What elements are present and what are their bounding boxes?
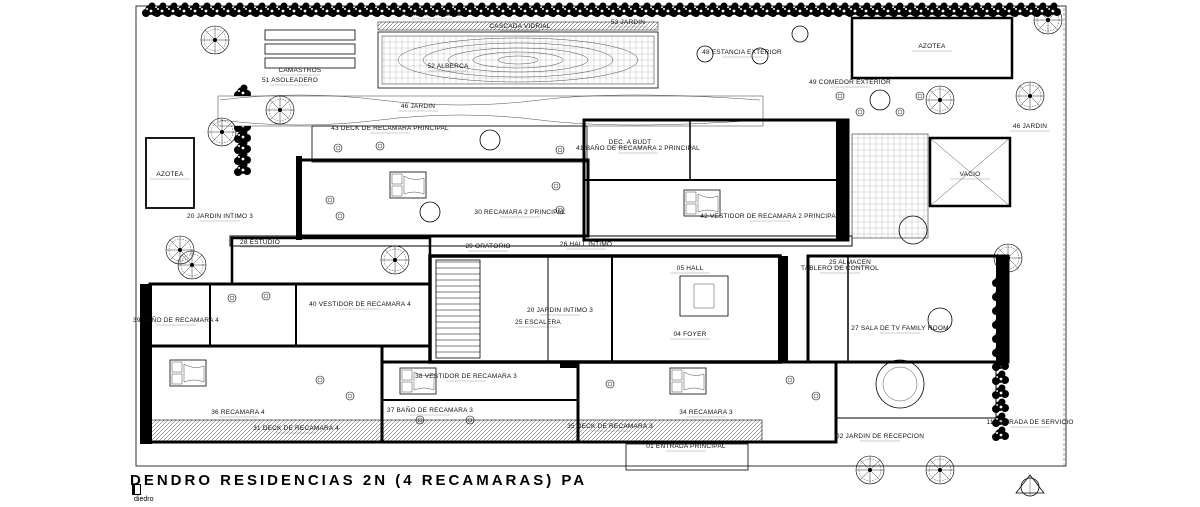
- room-label-tablero: TABLERO DE CONTROL: [801, 265, 879, 272]
- room-label-camastros: CAMASTROS: [279, 67, 322, 74]
- room-label-r36: 36 RECAMARA 4: [211, 409, 265, 416]
- room-label-r25: 25 ALMACEN: [829, 259, 871, 266]
- brand-name: diedro: [134, 496, 154, 503]
- room-label-r49: 49 COMEDOR EXTERIOR: [809, 79, 891, 86]
- room-label-r02: 02 JARDIN DE RECEPCION: [836, 433, 924, 440]
- furniture: [169, 25, 953, 425]
- room-label-r41: 41 BAÑO DE RECAMARA 2 PRINCIPAL: [576, 143, 700, 152]
- room-label-cascada: CASCADA VIDRIAL: [489, 23, 550, 30]
- room-label-r35: 35 DECK DE RECAMARA 3: [567, 423, 653, 430]
- room-label-azotea1: AZOTEA: [918, 43, 946, 50]
- room-label-r25b: 25 ESCALERA: [515, 319, 561, 326]
- room-label-r20: 20 JARDIN INTIMO 3: [187, 213, 253, 220]
- brand-logo: [132, 484, 141, 495]
- room-label-azotea2: AZOTEA: [156, 171, 184, 178]
- room-label-r42: 42 VESTIDOR DE RECAMARA 2 PRINCIPAL: [700, 213, 840, 220]
- room-label-r30: 30 RECAMARA 2 PRINCIPAL: [474, 209, 565, 216]
- camastros: [264, 29, 356, 69]
- room-label-fachada: FACHADA EXTERIOR: [398, 11, 467, 18]
- room-label-vacio: VACIO: [960, 171, 981, 178]
- room-label-r11: 11 ENTRADA DE SERVICIO: [986, 419, 1073, 426]
- room-label-r34: 34 RECAMARA 3: [679, 409, 733, 416]
- room-label-r31: 31 DECK DE RECAMARA 4: [253, 425, 339, 432]
- room-label-r37: 37 BAÑO DE RECAMARA 3: [387, 405, 473, 414]
- room-label-r51: 51 ASOLEADERO: [262, 77, 318, 84]
- room-label-r20b: 20 JARDIN INTIMO 3: [527, 307, 593, 314]
- building-walls: [140, 118, 1012, 471]
- room-label-r39: 39 BAÑO DE RECAMARA 4: [133, 315, 219, 324]
- room-label-r28: 28 ESTUDIO: [240, 239, 280, 246]
- room-label-r04: 04 FOYER: [673, 331, 706, 338]
- room-label-r01: 01 ENTRADA PRINCIPAL: [646, 443, 726, 450]
- room-label-r26: 26 HALL INTIMO: [560, 241, 612, 248]
- hedge-top: [142, 2, 1061, 17]
- room-label-r46: 46 JARDIN: [401, 103, 435, 110]
- room-label-r52: 52 ALBERCA: [427, 63, 468, 70]
- room-label-r40: 40 VESTIDOR DE RECAMARA 4: [309, 301, 411, 308]
- room-label-r53: 53 JARDIN: [611, 19, 645, 26]
- room-label-r48: 48 ESTANCIA EXTERIOR: [702, 49, 782, 56]
- plan-title: DENDRO RESIDENCIAS 2N (4 RECAMARAS) PA: [130, 472, 588, 489]
- room-label-dec: DEC. A BUDT: [609, 139, 652, 146]
- room-label-r05: 05 HALL: [677, 265, 704, 272]
- room-label-r46b: 46 JARDIN: [1013, 123, 1047, 130]
- pool: [377, 21, 659, 89]
- azotea-top: [850, 16, 1014, 80]
- room-label-r29: 29 ORATORIO: [465, 243, 510, 250]
- north-arrow: [1015, 474, 1045, 497]
- room-label-r43: 43 DECK DE RECAMARA PRINCIPAL: [331, 125, 449, 132]
- room-label-r38: 38 VESTIDOR DE RECAMARA 3: [415, 373, 517, 380]
- room-label-r27: 27 SALA DE TV FAMILY ROOM: [851, 325, 948, 332]
- azotea-left: [145, 137, 195, 209]
